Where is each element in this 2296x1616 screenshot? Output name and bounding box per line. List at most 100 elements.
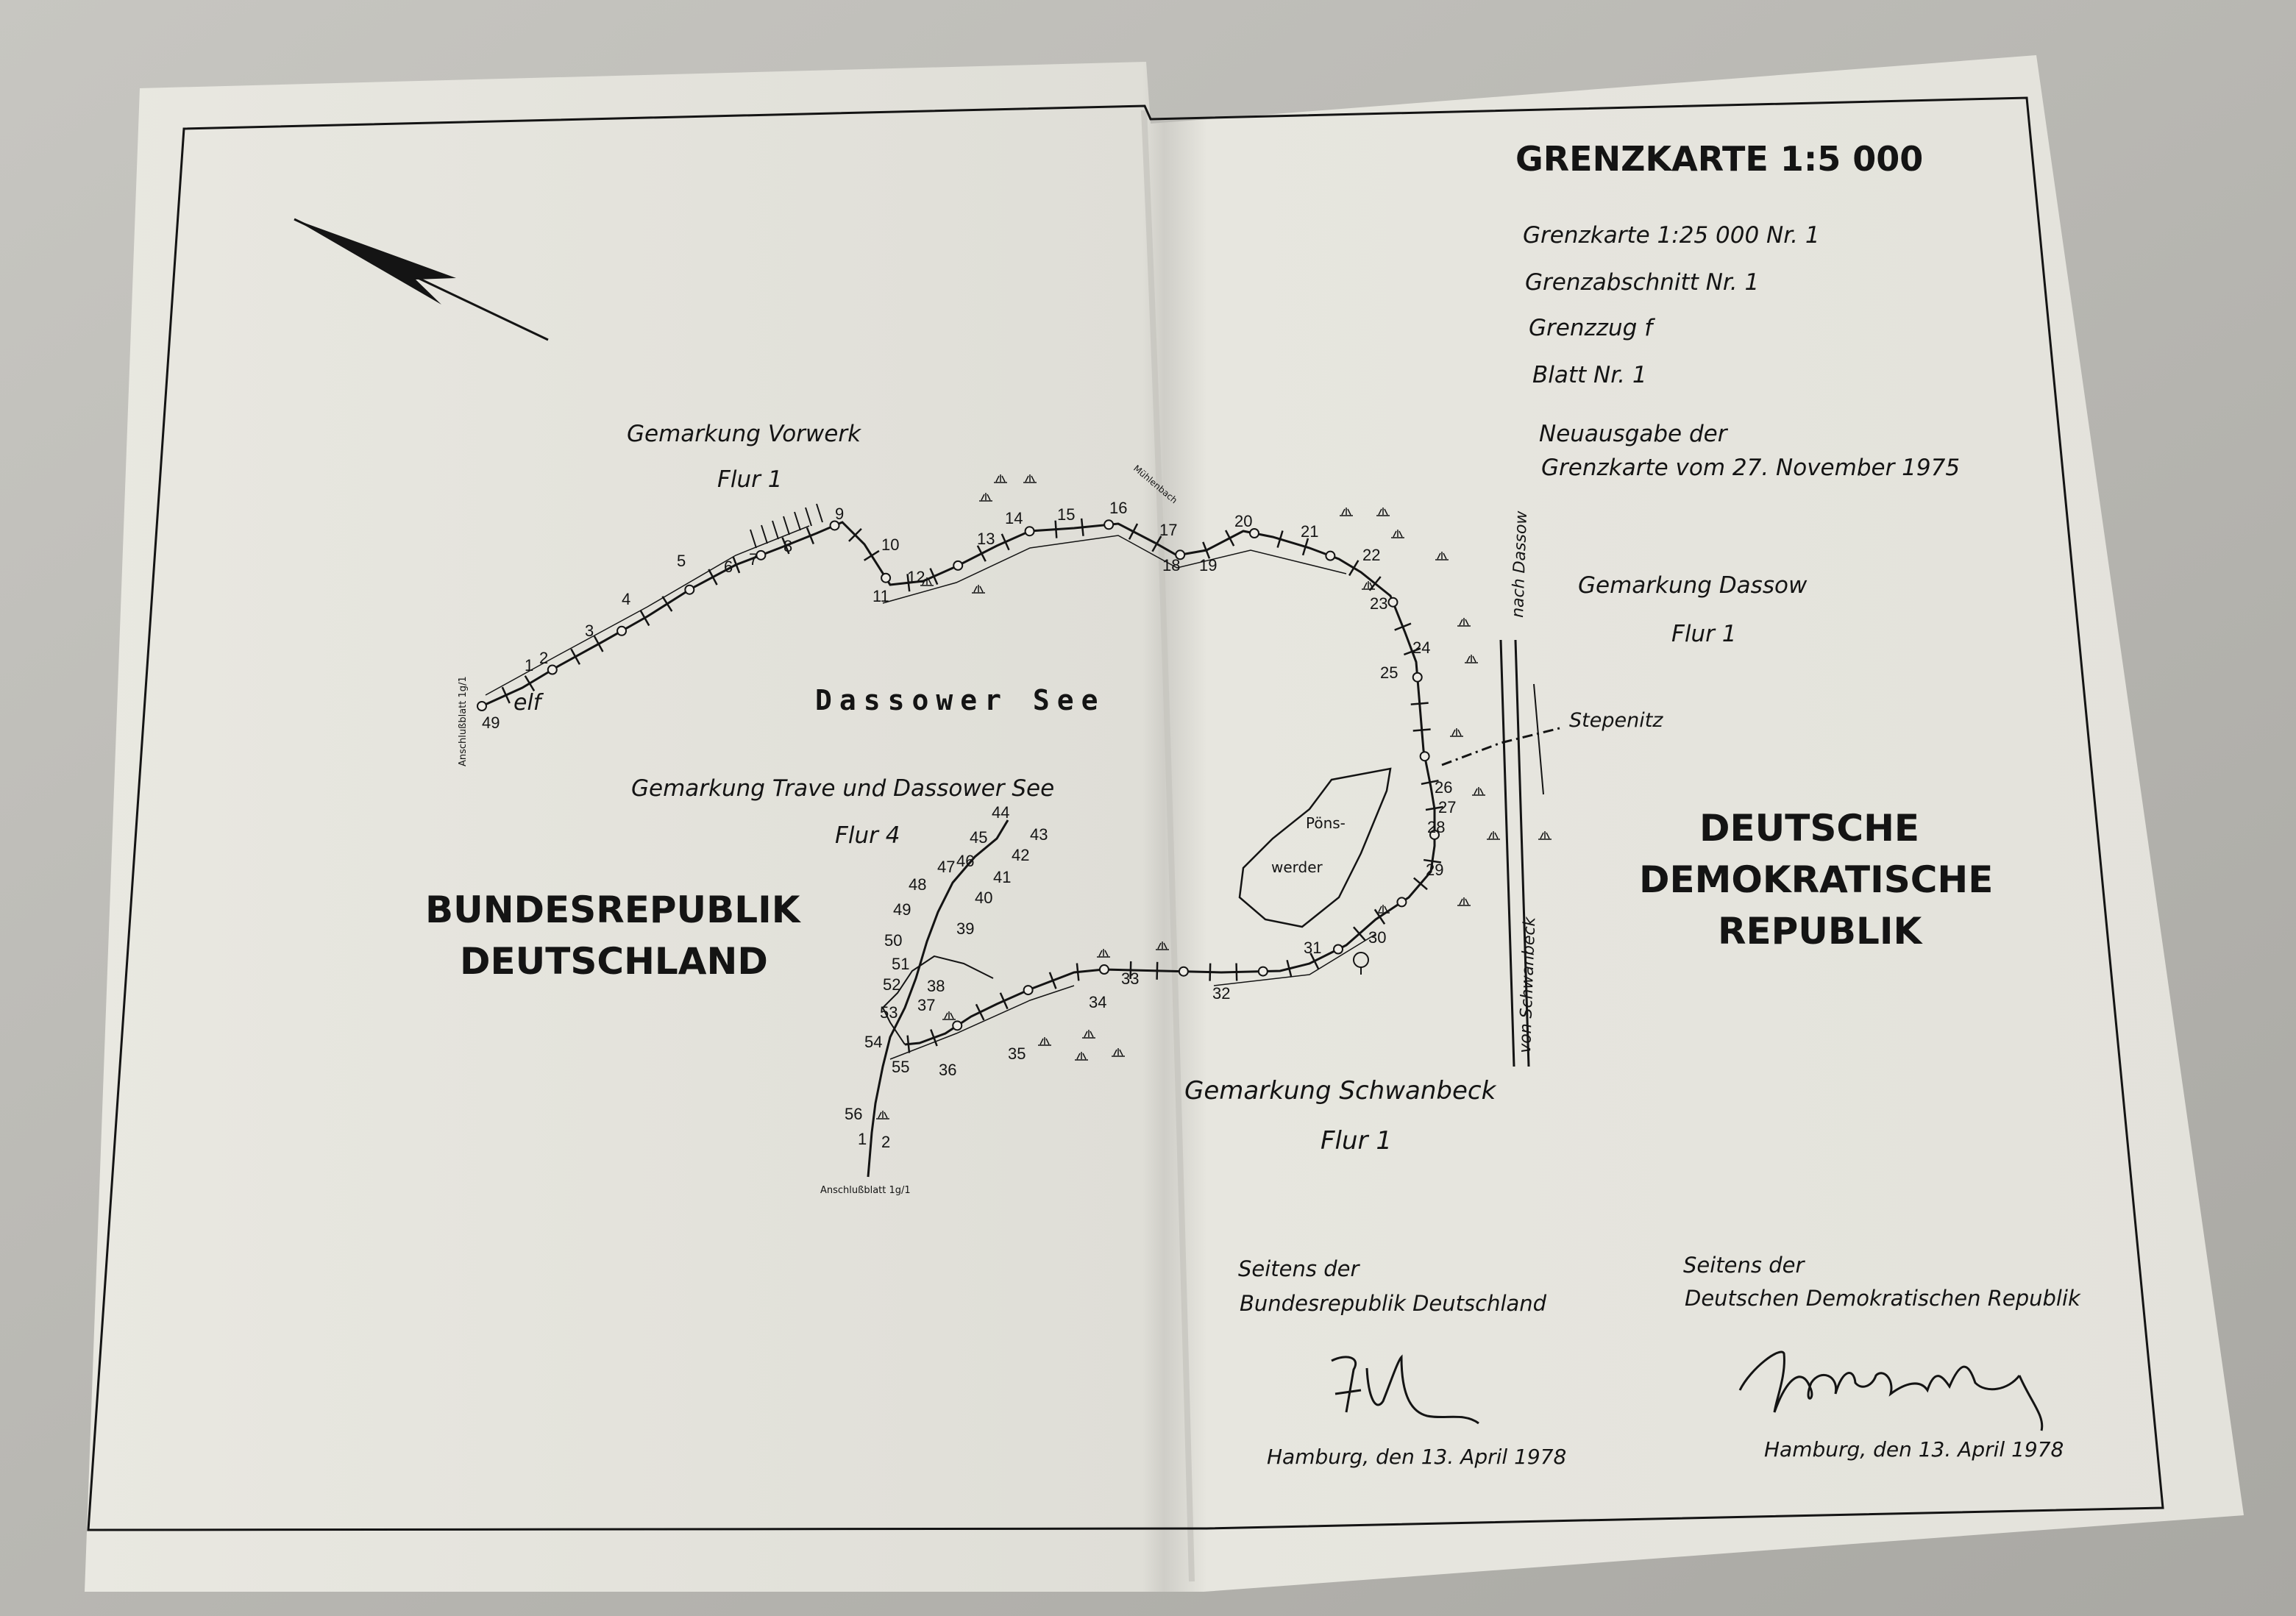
boundary-stone [477, 701, 487, 711]
marker-label: 31 [1304, 939, 1321, 957]
marker-label: 11 [872, 587, 889, 605]
boundary-tick [863, 549, 880, 561]
marsh-symbol [994, 474, 1007, 483]
header-line-1: Grenzkarte 1:25 000 Nr. 1 [1523, 222, 1820, 249]
boundary-tick [976, 545, 987, 562]
paper-sheet [85, 55, 2244, 1592]
marker-label: 1 [525, 656, 533, 674]
marker-label: 16 [1109, 499, 1127, 517]
boundary-tick [999, 992, 1009, 1010]
flur-trave: Flur 4 [835, 822, 900, 849]
marker-labels-lower: 37 38 39 40 41 42 43 44 45 46 47 48 49 5… [845, 803, 1048, 1151]
marker-label: 10 [881, 535, 899, 554]
boundary-tick [906, 1035, 911, 1053]
marker-label: 35 [1008, 1044, 1026, 1063]
marker-label: 12 [907, 568, 925, 586]
boundary-stone [953, 560, 964, 571]
marker-label: 52 [883, 975, 900, 994]
marsh-symbol [1340, 508, 1353, 516]
boundary-tick [1412, 728, 1431, 732]
boundary-tick [975, 1003, 985, 1021]
sig-left-line1: Seitens der [1238, 1256, 1360, 1281]
marsh-symbol [1457, 897, 1471, 906]
sheet-title: GRENZKARTE 1:5 000 [1515, 139, 1923, 179]
boundary-tick [1373, 908, 1386, 925]
boundary-tick [1076, 963, 1080, 981]
marker-label: 24 [1412, 638, 1430, 657]
boundary-stone [1098, 964, 1109, 975]
marker-labels-upper: 49 1 2 3 4 5 6 7 8 9 10 11 12 13 14 15 1… [482, 499, 1456, 1079]
boundary-tick [1413, 877, 1428, 891]
marker-label: 36 [939, 1061, 956, 1079]
marsh-symbol [1538, 831, 1552, 840]
river-label: Stepenitz [1569, 709, 1663, 732]
marker-label: 20 [1234, 512, 1252, 530]
road-dassow-schwanbeck: nach Dassow von Schwanbeck [1499, 510, 1544, 1067]
marsh-symbol [1038, 1037, 1051, 1046]
marker-label: 38 [927, 977, 945, 995]
header-block: GRENZKARTE 1:5 000 Grenzkarte 1:25 000 N… [1515, 139, 1960, 481]
marker-label: 19 [1199, 556, 1217, 574]
river-stepenitz: Stepenitz [1441, 709, 1663, 766]
boundary-stone [684, 584, 695, 595]
marker-label: 51 [892, 955, 909, 973]
boundary-tick [1128, 523, 1139, 540]
sig-left-line2: Bundesrepublik Deutschland [1240, 1291, 1547, 1316]
header-line-6: Grenzkarte vom 27. November 1975 [1541, 455, 1960, 481]
marker-label: 27 [1438, 798, 1456, 816]
boundary-stone [1257, 966, 1268, 977]
boundary-stone [1412, 672, 1423, 683]
sheet-ref-west: Anschlußblatt 1g/1 [458, 676, 469, 766]
boundary-tick [1276, 530, 1284, 548]
boundary-tick [781, 537, 790, 555]
marsh-symbol [1487, 831, 1500, 840]
marsh-symbol [1376, 508, 1390, 516]
boundary-tick [1080, 518, 1084, 536]
marker-label: 54 [864, 1033, 882, 1051]
sig-right-date: Hamburg, den 13. April 1978 [1764, 1437, 2064, 1462]
tree-icon [1353, 952, 1369, 975]
boundary-tick [1286, 959, 1293, 978]
parcel-trave: Gemarkung Trave und Dassower See [631, 775, 1054, 802]
header-line-5: Neuausgabe der [1539, 421, 1729, 447]
parcel-dassow: Gemarkung Dassow [1578, 572, 1808, 599]
boundary-tick [1156, 961, 1159, 980]
boundary-stone [1325, 550, 1336, 561]
parcel-vorwerk: Gemarkung Vorwerk [627, 421, 861, 447]
marker-label: 7 [749, 550, 758, 569]
island-label-1: Pöns- [1306, 814, 1346, 832]
header-line-3: Grenzzug f [1529, 315, 1655, 341]
marker-label: 43 [1030, 825, 1048, 844]
elf-label: elf [513, 690, 544, 716]
header-line-4: Blatt Nr. 1 [1532, 362, 1647, 388]
map-frame [87, 96, 2164, 1531]
boundary-tick [1048, 972, 1057, 989]
boundary-tick [906, 574, 911, 592]
parcel-labels: Gemarkung Vorwerk Flur 1 Gemarkung Dasso… [627, 421, 1808, 1156]
country-east-line-1: DEUTSCHE [1699, 807, 1919, 850]
boundary-tick [732, 556, 741, 574]
boundary-markers [477, 518, 1443, 1053]
marker-label: 39 [956, 919, 974, 938]
marker-label: 15 [1057, 505, 1075, 524]
country-labels: BUNDESREPUBLIK DEUTSCHLAND DEUTSCHE DEMO… [425, 807, 1993, 983]
marker-label: 34 [1089, 993, 1106, 1011]
marker-label: 23 [1370, 594, 1387, 613]
marsh-symbol [1376, 905, 1390, 914]
flur-schwanbeck: Flur 1 [1321, 1126, 1392, 1156]
marker-label: 49 [893, 900, 911, 919]
boundary-tick [1309, 953, 1320, 969]
marker-label: 32 [1212, 984, 1230, 1003]
marker-label: 22 [1362, 546, 1380, 564]
sig-left-date: Hamburg, den 13. April 1978 [1267, 1445, 1566, 1469]
boundary-tick [1353, 926, 1366, 942]
north-arrow-icon [294, 218, 549, 341]
boundary-tick [593, 636, 604, 652]
boundary-stone [1103, 519, 1115, 530]
boundary-tick [1423, 858, 1442, 864]
marker-label: 48 [909, 875, 926, 894]
boundary-tick [1209, 963, 1212, 981]
sig-right-line1: Seitens der [1683, 1253, 1805, 1278]
marker-label: 2 [881, 1133, 890, 1151]
